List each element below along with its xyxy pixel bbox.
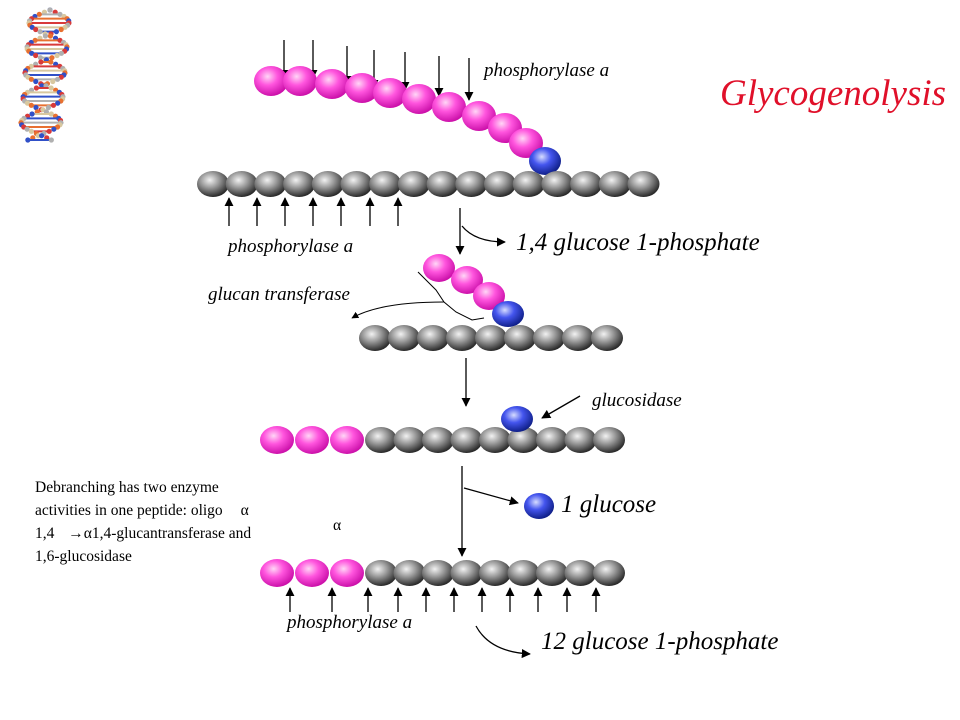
backbone-glucose (197, 171, 229, 197)
backbone-glucose (512, 171, 545, 197)
note-line-4: 1,6-glucosidase (35, 548, 132, 565)
backbone-glucose (393, 560, 426, 586)
backbone-glucose (533, 325, 565, 351)
note-line-2: activities in one peptide: oligo α (35, 499, 335, 522)
note-line-3-text: 1,4-glucantransferase (91, 525, 225, 542)
backbone-glucose (254, 171, 287, 197)
note-alpha-symbol: α (240, 502, 249, 519)
backbone-glucose (340, 171, 373, 197)
transfer-branch-chain (423, 254, 524, 327)
backbone-glucose (417, 325, 449, 351)
note-line-2-text: activities in one peptide: oligo (35, 502, 223, 519)
backbone-glucose (311, 171, 344, 197)
backbone-glucose (504, 325, 536, 351)
backbone-glucose (388, 325, 420, 351)
backbone-glucose (593, 560, 625, 586)
free-glucose (524, 493, 554, 519)
backbone-glucose (426, 171, 459, 197)
third-backbone-chain (365, 427, 625, 453)
branch-point-glucose (501, 406, 533, 432)
backbone-glucose (365, 427, 397, 453)
backbone-glucose (541, 171, 574, 197)
backbone-glucose (475, 325, 507, 351)
backbone-glucose (455, 171, 488, 197)
backbone-glucose (479, 560, 511, 586)
bottom-phosphorylase-arrows (285, 587, 601, 612)
page-title: Glycogenolysis (720, 73, 947, 114)
backbone-glucose (446, 325, 478, 351)
backbone-glucose (627, 171, 660, 197)
backbone-glucose (484, 171, 516, 197)
note-line-1: Debranching has two enzyme (35, 479, 219, 496)
backbone-glucose (359, 325, 391, 351)
product-12-label: 12 glucose 1-phosphate (541, 628, 779, 655)
note-line-3: 1,4 →α1,4-glucantransferase and α (35, 517, 341, 545)
backbone-glucose (369, 171, 402, 197)
dna-helix-icon (18, 7, 72, 143)
backbone-glucose (397, 171, 430, 197)
mid-phosphorylase-arrows (224, 197, 403, 226)
phosphorylase-mid-label: phosphorylase a (228, 236, 354, 257)
backbone-glucose (570, 171, 603, 197)
backbone-glucose (536, 427, 568, 453)
backbone-glucose (536, 560, 568, 586)
note-alpha-symbol: α (333, 517, 342, 534)
backbone-glucose (283, 171, 316, 197)
note-line-3-prefix: 1,4 (35, 525, 55, 542)
debranching-note: Debranching has two enzyme activities in… (35, 476, 341, 568)
fourth-backbone-chain (365, 560, 625, 586)
fourth-branch-residues (260, 559, 364, 587)
backbone-glucose (422, 560, 454, 586)
backbone-glucose (564, 560, 597, 586)
backbone-glucose (225, 171, 258, 197)
flow-arrows (455, 208, 581, 659)
third-branch-residues (260, 426, 364, 454)
glucan-transferase-bracket (351, 271, 485, 321)
top-backbone-chain (197, 171, 660, 197)
backbone-glucose (507, 427, 540, 453)
backbone-glucose (591, 325, 623, 351)
backbone-glucose (422, 427, 454, 453)
glucan-transferase-label: glucan transferase (208, 284, 350, 305)
note-alpha-symbol: α (83, 525, 92, 542)
backbone-glucose (393, 427, 426, 453)
backbone-glucose (564, 427, 597, 453)
backbone-glucose (598, 171, 631, 197)
one-glucose-label: 1 glucose (561, 491, 657, 518)
phosphorylase-bottom-label: phosphorylase a (287, 612, 413, 633)
backbone-glucose (479, 427, 511, 453)
glucosidase-label: glucosidase (592, 390, 682, 411)
backbone-glucose (450, 427, 483, 453)
backbone-glucose (562, 325, 594, 351)
backbone-glucose (507, 560, 540, 586)
phosphorylase-top-label: phosphorylase a (484, 60, 610, 81)
backbone-glucose (450, 560, 483, 586)
top-branch-chain (254, 66, 561, 175)
note-line-3-and: and (228, 525, 252, 542)
second-backbone-chain (359, 325, 623, 351)
backbone-glucose (593, 427, 625, 453)
product-14-label: 1,4 glucose 1-phosphate (516, 229, 760, 256)
backbone-glucose (365, 560, 397, 586)
note-arrow-icon: → (68, 525, 84, 542)
